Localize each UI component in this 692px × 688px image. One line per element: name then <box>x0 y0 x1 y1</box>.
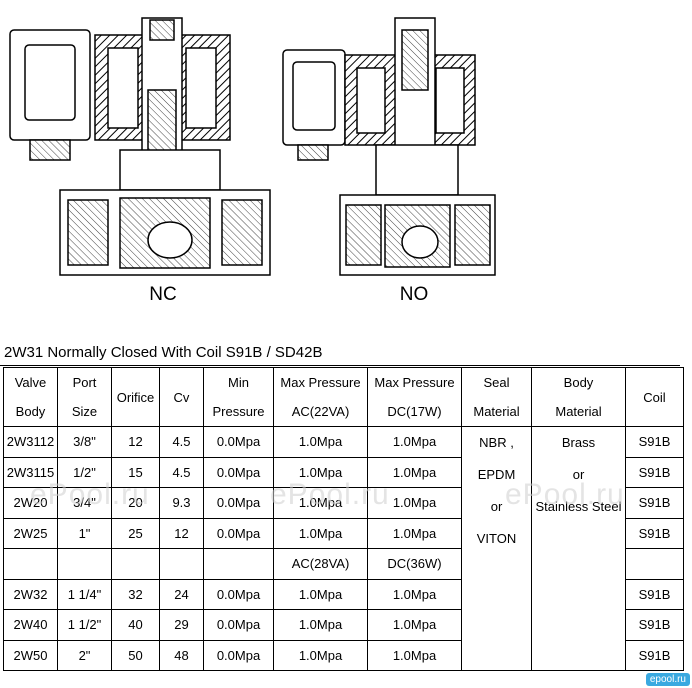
cell-coil: S91B <box>625 487 684 519</box>
subheader-dc: DC(36W) <box>367 548 462 580</box>
site-logo: epool.ru <box>645 673 690 686</box>
cell-empty <box>159 548 204 580</box>
cell-valve: 2W50 <box>3 639 58 671</box>
cell-orifice: 50 <box>111 639 160 671</box>
cell-dc: 1.0Mpa <box>367 609 462 641</box>
cell-min: 0.0Mpa <box>203 426 274 458</box>
cell-min: 0.0Mpa <box>203 517 274 549</box>
cell-orifice: 15 <box>111 456 160 488</box>
cell-orifice: 25 <box>111 517 160 549</box>
cell-cv: 48 <box>159 639 204 671</box>
table-row: 2W32 1 1/4" 32 24 0.0Mpa 1.0Mpa 1.0Mpa S… <box>3 578 684 610</box>
subheader-row: AC(28VA) DC(36W) <box>3 548 684 580</box>
cell-port: 1 1/4" <box>57 578 112 610</box>
watermark: ePool.ru <box>270 478 390 511</box>
cell-cv: 9.3 <box>159 487 204 519</box>
cell-dc: 1.0Mpa <box>367 517 462 549</box>
cell-coil: S91B <box>625 456 684 488</box>
table-row: 2W20 3/4" 20 9.3 0.0Mpa 1.0Mpa 1.0Mpa S9… <box>3 487 684 519</box>
cell-dc: 1.0Mpa <box>367 578 462 610</box>
cell-port: 1/2" <box>57 456 112 488</box>
cell-ac: 1.0Mpa <box>273 639 368 671</box>
cell-valve: 2W25 <box>3 517 58 549</box>
cell-ac: 1.0Mpa <box>273 578 368 610</box>
table-row: 2W50 2" 50 48 0.0Mpa 1.0Mpa 1.0Mpa S91B <box>3 639 684 671</box>
cell-orifice: 20 <box>111 487 160 519</box>
cell-port: 2" <box>57 639 112 671</box>
cell-dc: 1.0Mpa <box>367 426 462 458</box>
cell-coil: S91B <box>625 426 684 458</box>
cell-min: 0.0Mpa <box>203 609 274 641</box>
cell-coil: S91B <box>625 609 684 641</box>
cell-min: 0.0Mpa <box>203 639 274 671</box>
cell-orifice: 40 <box>111 609 160 641</box>
cell-valve: 2W3112 <box>3 426 58 458</box>
cell-ac: 1.0Mpa <box>273 426 368 458</box>
cell-valve: 2W40 <box>3 609 58 641</box>
nc-label: NC <box>149 284 176 305</box>
cell-min: 0.0Mpa <box>203 487 274 519</box>
table-row: 2W3112 3/8" 12 4.5 0.0Mpa 1.0Mpa 1.0Mpa … <box>3 426 684 671</box>
no-valve-drawing <box>282 17 496 276</box>
watermark: ePool.ru <box>505 478 625 511</box>
header-coil: Coil <box>625 367 684 427</box>
cell-ac: 1.0Mpa <box>273 456 368 488</box>
table-row: 2W25 1" 25 12 0.0Mpa 1.0Mpa 1.0Mpa S91B <box>3 517 684 549</box>
cell-cv: 4.5 <box>159 426 204 458</box>
cell-dc: 1.0Mpa <box>367 487 462 519</box>
cell-port: 1" <box>57 517 112 549</box>
cell-valve: 2W32 <box>3 578 58 610</box>
cell-empty <box>111 548 160 580</box>
valve-cross-section-drawings: NC NO <box>9 17 496 305</box>
cell-cv: 29 <box>159 609 204 641</box>
cell-cv: 4.5 <box>159 456 204 488</box>
nc-valve-drawing <box>9 17 271 276</box>
cell-orifice: 32 <box>111 578 160 610</box>
cell-valve: 2W20 <box>3 487 58 519</box>
cell-ac: 1.0Mpa <box>273 609 368 641</box>
cell-coil: S91B <box>625 578 684 610</box>
cell-empty <box>57 548 112 580</box>
cell-coil: S91B <box>625 517 684 549</box>
cell-empty <box>3 548 58 580</box>
cell-port: 1 1/2" <box>57 609 112 641</box>
header-cv: Cv <box>159 367 204 427</box>
cell-min: 0.0Mpa <box>203 456 274 488</box>
cell-empty <box>625 548 684 580</box>
title-rule <box>0 365 680 366</box>
watermark: ePool.ru <box>30 478 150 511</box>
table-title: 2W31 Normally Closed With Coil S91B / SD… <box>4 344 323 361</box>
cell-port: 3/8" <box>57 426 112 458</box>
table-row: 2W3115 1/2" 15 4.5 0.0Mpa 1.0Mpa 1.0Mpa … <box>3 456 684 488</box>
cell-ac: 1.0Mpa <box>273 517 368 549</box>
cell-cv: 12 <box>159 517 204 549</box>
cell-dc: 1.0Mpa <box>367 639 462 671</box>
header-orifice: Orifice <box>111 367 160 427</box>
cell-orifice: 12 <box>111 426 160 458</box>
cell-coil: S91B <box>625 639 684 671</box>
cell-cv: 24 <box>159 578 204 610</box>
cell-min: 0.0Mpa <box>203 578 274 610</box>
subheader-ac: AC(28VA) <box>273 548 368 580</box>
cell-empty <box>203 548 274 580</box>
cell-port: 3/4" <box>57 487 112 519</box>
no-label: NO <box>400 284 429 305</box>
